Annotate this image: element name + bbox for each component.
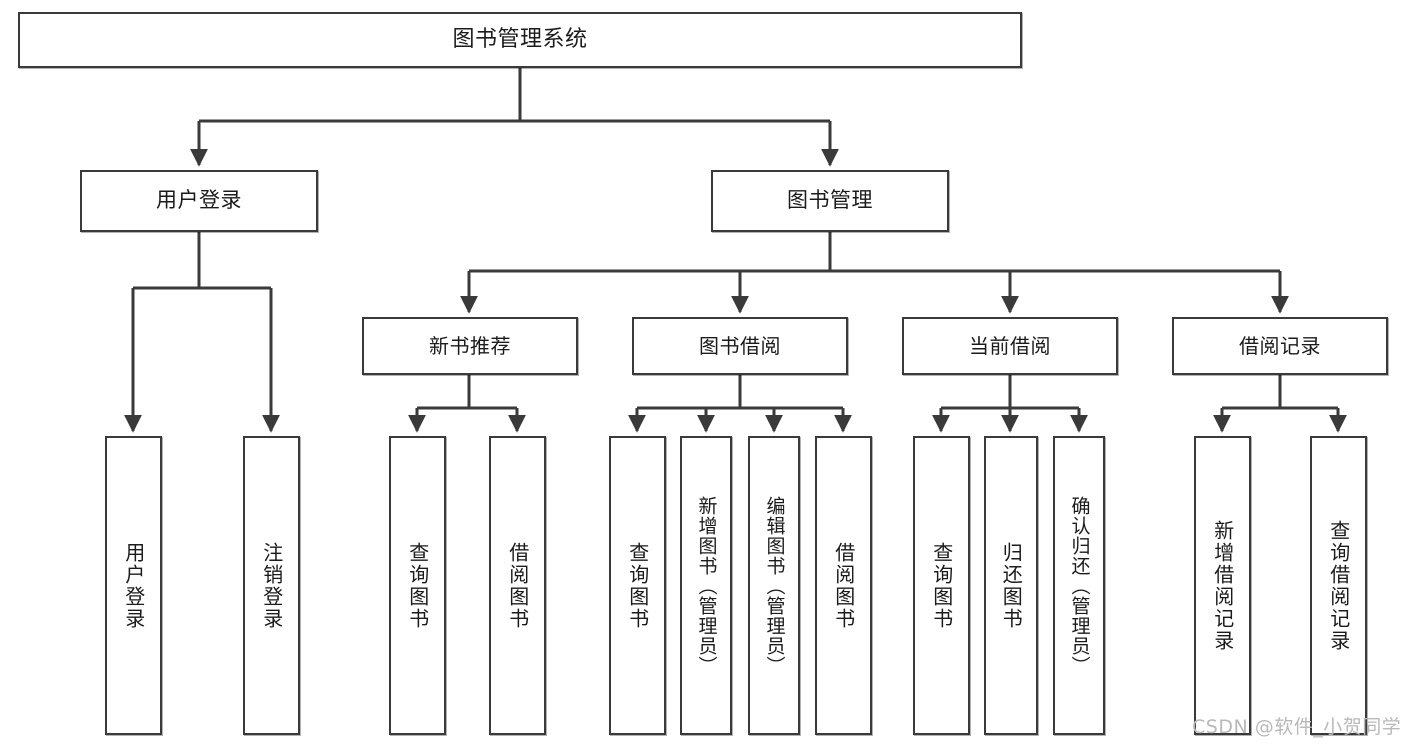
node-leaf-query-books-new[interactable]: 查询图书 [389, 436, 446, 735]
node-borrowing-records[interactable]: 借阅记录 [1172, 317, 1388, 375]
node-leaf-edit-book-admin[interactable]: 编辑图书（管理员） [748, 436, 800, 735]
node-leaf-borrow-books[interactable]: 借阅图书 [815, 436, 872, 735]
node-label: 图书管理 [787, 188, 873, 213]
node-label: 注销登录 [259, 541, 284, 630]
node-leaf-return-books[interactable]: 归还图书 [984, 436, 1038, 735]
node-label: 图书管理系统 [452, 26, 588, 52]
node-leaf-query-books-current[interactable]: 查询图书 [913, 436, 970, 735]
node-label: 查询图书 [929, 541, 954, 630]
node-leaf-query-books-borrow[interactable]: 查询图书 [609, 436, 666, 735]
node-label: 用户登录 [121, 541, 146, 630]
node-label: 新增图书（管理员） [695, 495, 718, 676]
node-user-login[interactable]: 用户登录 [80, 170, 318, 232]
watermark-text: CSDN @软件_小贺同学 [1192, 716, 1402, 738]
node-label: 查询图书 [625, 541, 650, 630]
node-label: 用户登录 [156, 188, 242, 213]
node-book-borrowing[interactable]: 图书借阅 [632, 317, 848, 375]
node-label: 确认归还（管理员） [1068, 495, 1091, 676]
node-label: 查询图书 [405, 541, 430, 630]
node-book-management[interactable]: 图书管理 [711, 170, 949, 232]
node-label: 新书推荐 [429, 333, 511, 358]
node-root-book-management-system[interactable]: 图书管理系统 [18, 12, 1022, 68]
node-leaf-confirm-return-admin[interactable]: 确认归还（管理员） [1053, 436, 1105, 735]
node-label: 新增借阅记录 [1210, 519, 1235, 652]
node-label: 借阅图书 [505, 541, 530, 630]
node-current-borrowing[interactable]: 当前借阅 [902, 317, 1118, 375]
node-label: 图书借阅 [699, 333, 781, 358]
node-label: 归还图书 [999, 541, 1024, 630]
node-leaf-add-book-admin[interactable]: 新增图书（管理员） [680, 436, 732, 735]
node-leaf-user-login[interactable]: 用户登录 [105, 436, 162, 735]
node-new-book-recommendation[interactable]: 新书推荐 [362, 317, 578, 375]
node-label: 借阅记录 [1239, 333, 1321, 358]
node-leaf-borrow-books-new[interactable]: 借阅图书 [489, 436, 546, 735]
node-label: 查询借阅记录 [1326, 519, 1351, 652]
node-label: 借阅图书 [831, 541, 856, 630]
node-label: 当前借阅 [969, 333, 1051, 358]
node-leaf-add-borrow-record[interactable]: 新增借阅记录 [1194, 436, 1251, 735]
node-leaf-query-borrow-record[interactable]: 查询借阅记录 [1310, 436, 1367, 735]
node-label: 编辑图书（管理员） [763, 495, 786, 676]
node-leaf-logout[interactable]: 注销登录 [243, 436, 300, 735]
